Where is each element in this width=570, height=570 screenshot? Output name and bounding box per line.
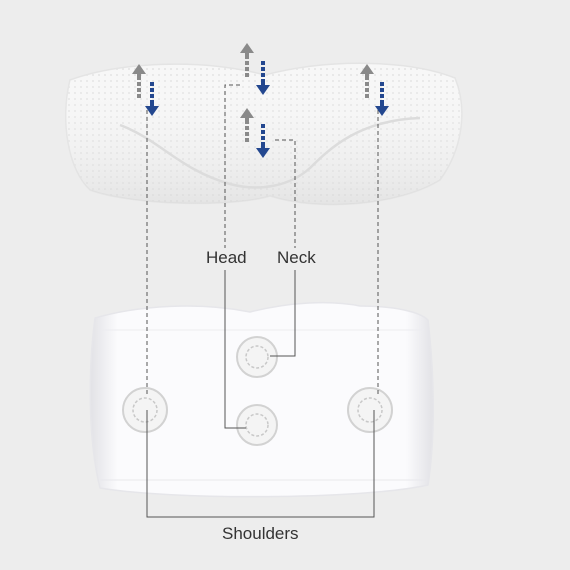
up-arrow-icon — [240, 108, 254, 142]
down-arrow-icon — [375, 82, 389, 116]
sensor-pad-icon — [122, 387, 168, 433]
down-arrow-icon — [256, 61, 270, 95]
down-arrow-icon — [145, 82, 159, 116]
sensor-pad-icon — [236, 404, 278, 446]
shoulders-label: Shoulders — [219, 524, 302, 544]
neck-label: Neck — [274, 248, 319, 268]
guide-lines-dashed — [146, 84, 379, 396]
pressure-arrows-head — [240, 43, 270, 95]
flat-pillow-bottom-view — [89, 301, 434, 498]
pressure-arrows-left-shoulder — [132, 64, 159, 116]
sensor-pad-icon — [347, 387, 393, 433]
down-arrow-icon — [256, 124, 270, 158]
pressure-arrows-right-shoulder — [360, 64, 389, 116]
head-label: Head — [203, 248, 250, 268]
pressure-arrows-neck — [240, 108, 270, 158]
sensor-pad-icon — [236, 336, 278, 378]
up-arrow-icon — [240, 43, 254, 77]
up-arrow-icon — [360, 64, 374, 98]
up-arrow-icon — [132, 64, 146, 98]
guide-lines-solid — [146, 270, 375, 518]
